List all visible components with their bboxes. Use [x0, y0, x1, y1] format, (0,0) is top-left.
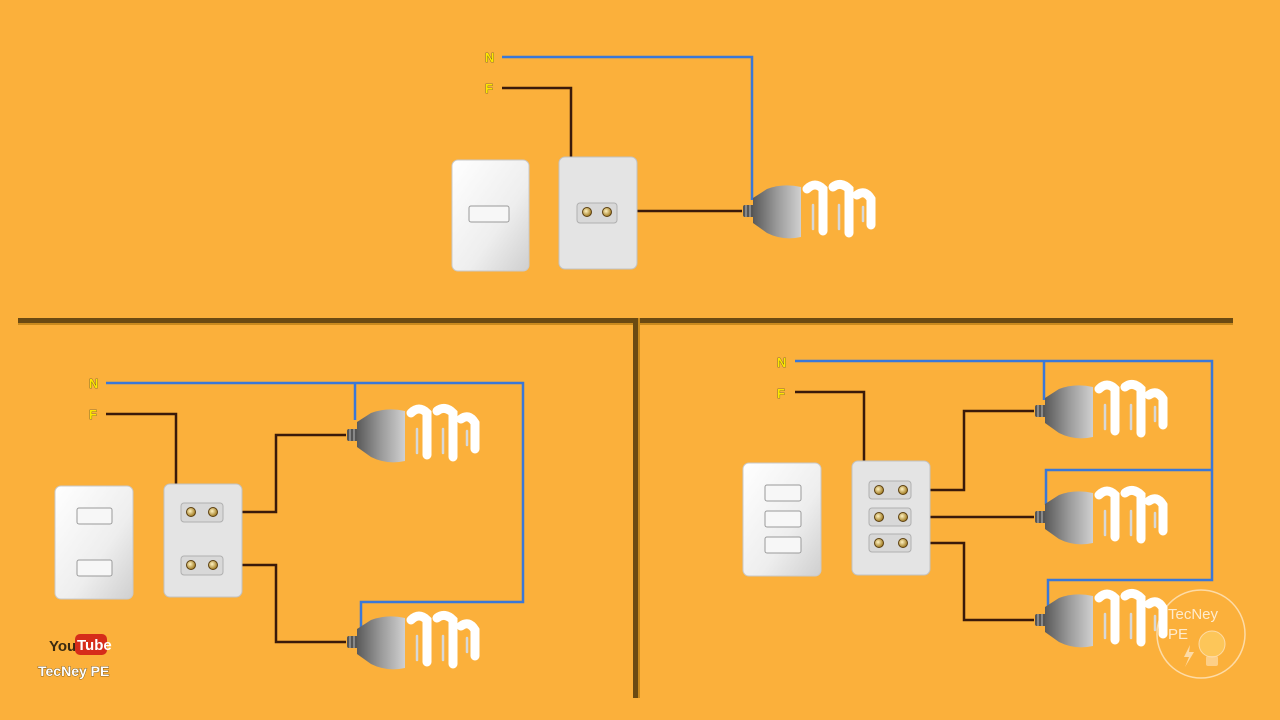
channel-name: TecNey PE — [38, 663, 109, 679]
switch-terminal-block-icon — [851, 460, 931, 576]
switched-wire-3 — [903, 541, 1034, 622]
circuit-double-switch: N F You Tube TecNey PE — [38, 376, 525, 679]
light-switch-plate-icon — [54, 485, 134, 600]
switch-terminal-block-icon — [558, 156, 638, 270]
watermark-line2: PE — [1168, 626, 1188, 643]
cfl-bulb-icon — [347, 615, 475, 669]
cfl-bulb-icon — [1035, 384, 1163, 438]
neutral-label: N — [89, 376, 98, 391]
youtube-tube-text: Tube — [77, 637, 112, 654]
switch-terminal-block-icon — [163, 483, 243, 598]
cfl-bulb-icon — [743, 184, 871, 238]
neutral-wire — [502, 55, 754, 200]
youtube-you-text: You — [49, 638, 76, 655]
circuit-single-switch: N F — [451, 50, 871, 272]
switched-wire-1 — [213, 433, 346, 514]
neutral-wire — [795, 359, 1214, 608]
light-switch-plate-icon — [742, 462, 822, 577]
cfl-bulb-icon — [1035, 593, 1163, 647]
bulb-watermark-icon — [1156, 589, 1246, 679]
youtube-logo-icon: You Tube — [49, 634, 112, 655]
watermark-line1: TecNey — [1168, 606, 1219, 623]
phase-label: F — [485, 81, 493, 96]
panel-dividers — [18, 318, 1233, 698]
switched-wire-1 — [903, 409, 1034, 492]
circuit-triple-switch: N F — [742, 355, 1246, 679]
switched-wire-2 — [213, 563, 346, 644]
neutral-label: N — [485, 50, 494, 65]
cfl-bulb-icon — [347, 408, 475, 462]
light-switch-plate-icon — [451, 159, 530, 272]
phase-label: F — [777, 386, 785, 401]
neutral-wire — [106, 381, 525, 630]
neutral-label: N — [777, 355, 786, 370]
phase-label: F — [89, 407, 97, 422]
neutral-branch-wire-2 — [1044, 468, 1212, 505]
cfl-bulb-icon — [1035, 490, 1163, 544]
